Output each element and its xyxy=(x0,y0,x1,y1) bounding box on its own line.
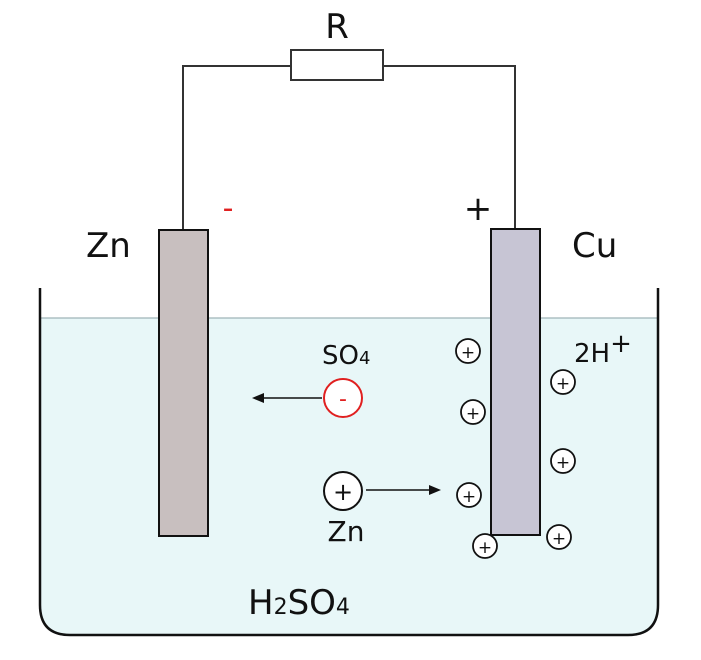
resistor xyxy=(290,49,384,81)
hydrogen-ion: + xyxy=(456,482,482,508)
sulfate-ion xyxy=(323,378,363,418)
hydrogen-ion: + xyxy=(550,448,576,474)
hydrogen-ion: + xyxy=(460,399,486,425)
zinc-electrode xyxy=(158,229,209,537)
hydrogen-ions-label: 2H+ xyxy=(574,329,632,369)
hydrogen-ion-group: + + + + + + + xyxy=(455,338,576,559)
svg-text:+: + xyxy=(556,453,570,473)
hydrogen-ion: + xyxy=(546,524,572,550)
svg-text:+: + xyxy=(556,374,570,394)
svg-text:+: + xyxy=(466,404,480,424)
zinc-arrow-head xyxy=(429,485,441,495)
hydrogen-ion: + xyxy=(472,533,498,559)
hydrogen-ion: + xyxy=(550,369,576,395)
svg-text:+: + xyxy=(552,529,566,549)
resistor-label: R xyxy=(325,7,349,47)
svg-text:+: + xyxy=(462,487,476,507)
copper-electrode xyxy=(490,228,541,536)
negative-terminal-sign: - xyxy=(223,191,234,226)
svg-text:+: + xyxy=(461,343,475,363)
positive-terminal-sign: + xyxy=(464,189,493,229)
zinc-ion-charge: + xyxy=(333,478,353,506)
electrolyte-label: H2SO4 xyxy=(248,583,350,623)
sulfate-ion-label: SO4 xyxy=(322,341,370,371)
sulfate-ion-charge: - xyxy=(339,387,347,412)
sulfate-arrow-head xyxy=(252,393,264,403)
cathode-label: Cu xyxy=(572,226,617,266)
zinc-ion-label: Zn xyxy=(328,515,365,548)
beaker xyxy=(38,288,660,637)
circuit-wire xyxy=(182,65,516,230)
zinc-ion xyxy=(323,471,363,511)
hydrogen-ion: + xyxy=(455,338,481,364)
svg-text:+: + xyxy=(478,538,492,558)
anode-label: Zn xyxy=(86,226,131,266)
